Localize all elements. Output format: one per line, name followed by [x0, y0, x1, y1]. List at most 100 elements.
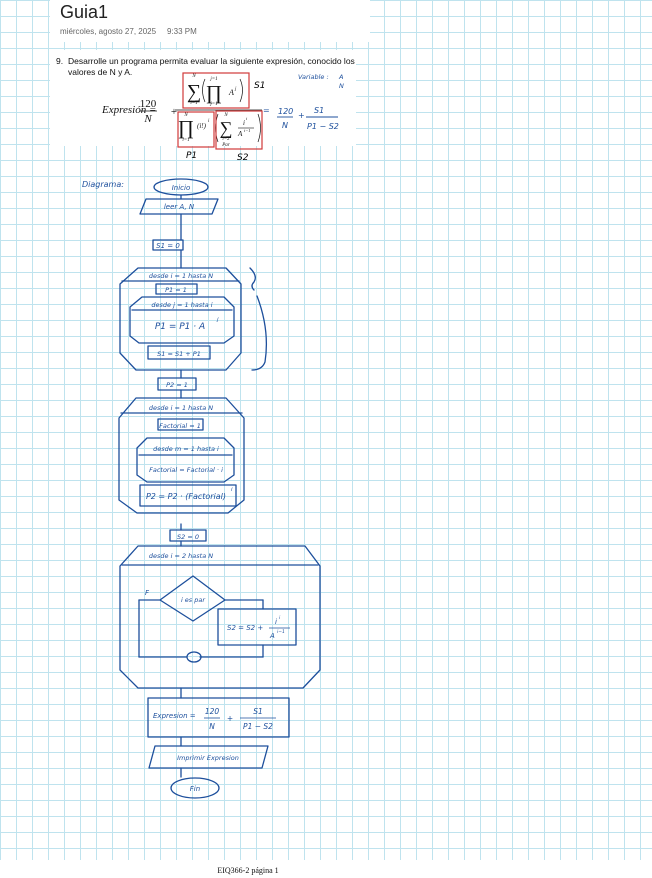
- expr-num: 120: [205, 707, 220, 716]
- loop1-label: desde i = 1 hasta N: [149, 272, 213, 280]
- expr-den: N: [209, 722, 215, 731]
- sum2-sigma-icon: ∑: [220, 118, 233, 138]
- p1-update-exp: j: [216, 317, 219, 323]
- loop1-inner-label: desde j = 1 hasta i: [151, 301, 212, 309]
- s1-update-label: S1 = S1 + P1: [157, 350, 201, 358]
- sum1-lower: i=1: [190, 101, 197, 106]
- loop2-label: desde i = 1 hasta N: [149, 404, 213, 412]
- expr-s1: S1: [253, 707, 263, 716]
- problem-number: 9.: [56, 56, 64, 66]
- read-parallelogram: [139, 198, 219, 215]
- loop2-inner-octagon: [136, 437, 235, 483]
- footer-text: EIQ366-2 página 1: [217, 866, 279, 875]
- formula: 120 N + N ∑ i=1 j=1 ∏ j=1 A j N ∏ i=1 (i…: [140, 74, 262, 148]
- bracket-large: [251, 295, 267, 371]
- sum2-condition: Par: [221, 143, 230, 148]
- formula-denominator: N: [143, 113, 152, 125]
- s1-tag: S1: [254, 81, 265, 91]
- p1-tag: P1: [186, 151, 197, 161]
- sum2-lower: i=2: [222, 137, 230, 142]
- red-annotations: [177, 72, 263, 150]
- decision-false-label: F: [145, 589, 150, 597]
- simplified-den2: P1 − S2: [307, 122, 339, 131]
- loop1-inner-octagon: [129, 296, 235, 344]
- prod1-parens: [202, 78, 243, 103]
- sum1-sigma-icon: ∑: [187, 81, 201, 103]
- loop3-label: desde i = 2 hasta N: [149, 552, 213, 560]
- prod2-upper: N: [183, 113, 188, 118]
- simplified-equals: =: [263, 106, 270, 115]
- simplified-s1: S1: [314, 106, 324, 115]
- p2-update-label: P2 = P2 · (Factorial): [146, 492, 226, 501]
- s2-highlight-box: [215, 110, 263, 150]
- end-label: Fin: [190, 785, 200, 793]
- flowchart-labels: Inicio leer A, N S1 = 0 desde i = 1 hast…: [145, 184, 290, 793]
- sum2-den-exp: i−1: [244, 128, 251, 133]
- flowchart: [118, 178, 321, 799]
- simplified-den: N: [282, 121, 288, 130]
- p2-update-exp: i: [231, 487, 233, 493]
- decision-diamond: [159, 575, 226, 622]
- init-s2-label: S2 = 0: [177, 533, 199, 541]
- page-footer: [0, 860, 652, 878]
- p2-update-box: [139, 484, 237, 507]
- fact-update-label: Factorial = Factorial · i: [149, 466, 223, 474]
- init-p1-box: [155, 283, 198, 295]
- formula-numerator: 120: [140, 98, 157, 110]
- init-p2-label: P2 = 1: [166, 381, 188, 389]
- s1-highlight-box: [182, 72, 250, 109]
- start-label: Inicio: [172, 184, 191, 192]
- expression-box: [147, 697, 290, 738]
- simplified-plus: +: [298, 111, 305, 120]
- prod2-exp: i: [208, 119, 210, 124]
- s2-update-box: [217, 608, 297, 646]
- simplified-num: 120: [278, 107, 293, 116]
- loop3-octagon: [119, 545, 321, 689]
- init-fact-box: [157, 418, 204, 431]
- print-label: Imprimir Expresion: [177, 754, 239, 762]
- s2-update-label: S2 = S2 +: [227, 624, 263, 632]
- merge-connector: [186, 651, 202, 663]
- sum1-upper: N: [191, 74, 196, 79]
- s2-frac-num: i: [275, 618, 277, 626]
- expr-assign-label: Expresion =: [153, 712, 196, 720]
- print-parallelogram: [148, 745, 269, 769]
- s2-frac-den-exp: i−1: [277, 629, 285, 635]
- diagram-label: Diagrama:: [82, 180, 124, 189]
- problem-card: [50, 50, 356, 146]
- init-p1-label: P1 = 1: [165, 286, 187, 294]
- page-header: [50, 0, 370, 42]
- formula-plus: +: [171, 106, 177, 118]
- p1-update-label: P1 = P1 · A: [155, 322, 205, 332]
- p1-highlight-box: [177, 111, 215, 148]
- init-fact-label: Factorial = 1: [159, 422, 201, 430]
- prod2-lower: i=1: [182, 138, 189, 143]
- init-p2-box: [157, 377, 197, 391]
- variables-label: Variable :: [298, 73, 329, 81]
- page-title: Guia1: [60, 2, 109, 22]
- prod1-term: A: [228, 88, 234, 97]
- prod2-pi-icon: ∏: [178, 117, 194, 139]
- prod1-upper: j=1: [209, 77, 217, 82]
- init-s1-label: S1 = 0: [156, 242, 180, 250]
- loop2-octagon: [118, 397, 245, 514]
- init-s2-box: [169, 529, 207, 542]
- sum2-upper: N: [223, 113, 228, 118]
- read-label: leer A, N: [164, 203, 195, 211]
- sum2-num: i: [243, 119, 245, 127]
- init-s1-box: [152, 239, 184, 251]
- bracket-small: [249, 267, 256, 291]
- s2-frac-den: A: [269, 632, 275, 640]
- end-terminal: [170, 777, 220, 799]
- variable-a: A: [338, 73, 343, 81]
- prod1-lower: j=1: [209, 102, 217, 107]
- problem-statement: Desarrolle un programa permita evaluar l…: [68, 56, 355, 77]
- loop1-octagon: [119, 267, 242, 371]
- prod1-exp: j: [234, 87, 237, 92]
- prod1-pi-icon: ∏: [206, 82, 222, 104]
- prod2-term: (i!): [197, 122, 207, 130]
- expr-den2: P1 − S2: [243, 722, 273, 731]
- decision-label: i es par: [181, 596, 206, 604]
- expr-plus: +: [227, 714, 233, 723]
